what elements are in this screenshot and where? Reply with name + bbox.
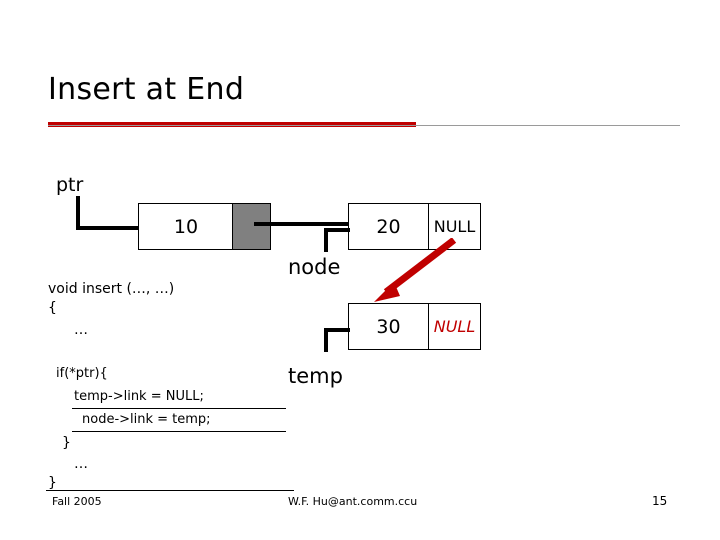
code-line-3: … [74,322,88,338]
footer-page-number: 15 [652,494,668,508]
code-line-9: } [48,475,57,491]
pointer-elbow-temp-icon [324,328,350,354]
title-accent-rule [48,122,416,127]
footer-author: W.F. Hu@ant.comm.ccu [288,495,418,508]
label-ptr: ptr [56,174,84,196]
node-1-link [232,203,271,250]
footer-date: Fall 2005 [52,495,102,508]
pointer-elbow-node-icon [324,228,350,254]
code-line-5: temp->link = NULL; [74,389,204,404]
node-3-link: NULL [428,303,481,350]
title-divider [48,125,680,126]
code-line-6: node->link = temp; [82,412,211,427]
node-3-data: 30 [348,303,429,350]
code-line-4: if(*ptr){ [56,366,108,381]
page-title: Insert at End [48,72,245,107]
node-2-link: NULL [428,203,481,250]
code-underline-1 [72,408,286,409]
code-underline-2 [72,431,286,432]
pointer-elbow-ptr-icon [76,196,142,236]
code-line-7: } [62,435,71,451]
code-line-1: void insert (…, …) [48,281,175,297]
label-node: node [288,255,341,279]
label-temp: temp [288,364,343,388]
code-underline-3 [46,490,294,491]
code-line-8: … [74,456,88,472]
node-2-data: 20 [348,203,429,250]
node-1-data: 10 [138,203,233,250]
red-link-arrow-icon [370,238,460,304]
code-line-2: { [48,300,57,316]
link-line-node1-node2-icon [254,222,362,226]
